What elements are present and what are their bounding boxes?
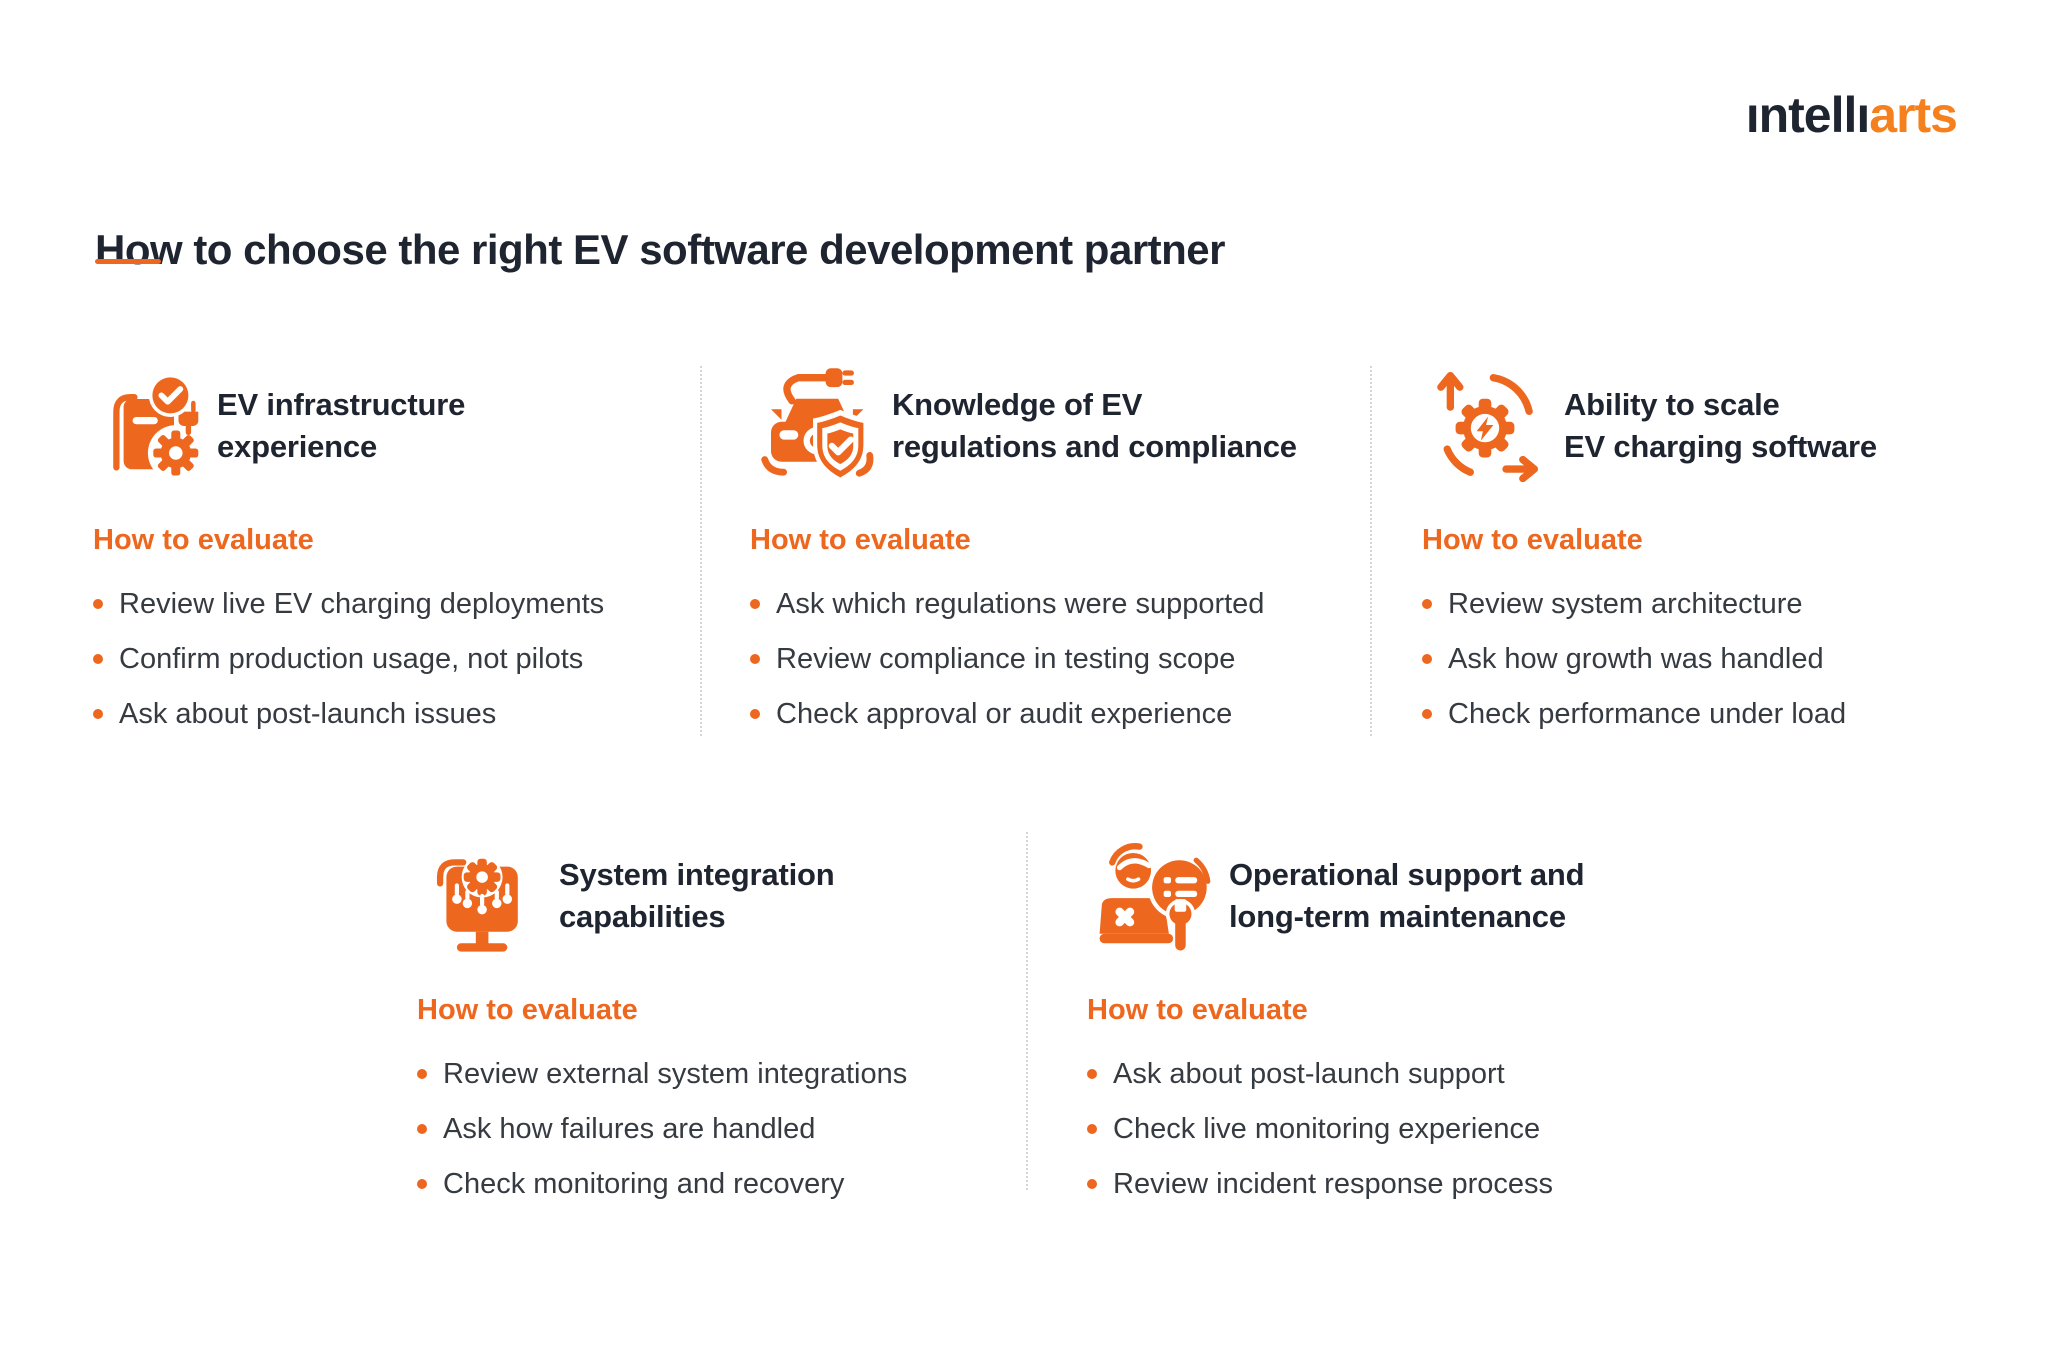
section-title-line2: experience	[217, 429, 377, 464]
bullet-text: Review external system integrations	[443, 1058, 908, 1090]
bullet-dot	[1087, 1179, 1097, 1189]
intelliarts-logo: ıntellıarts	[1745, 86, 1958, 144]
bullet-text: Ask how failures are handled	[443, 1113, 816, 1145]
bullet-dot	[1422, 709, 1432, 719]
scaling-gear-icon	[1422, 362, 1548, 490]
section-title-line1: System integration	[559, 857, 835, 892]
bullet-item: Review compliance in testing scope	[750, 641, 1360, 696]
bullet-item: Ask about post-launch support	[1087, 1056, 1697, 1111]
bullet-text: Ask about post-launch support	[1113, 1058, 1505, 1090]
bullet-dot	[750, 599, 760, 609]
title-underline	[95, 259, 161, 264]
dotted-divider	[1026, 832, 1028, 1190]
section-card-ability-to-scale: Ability to scale EV charging software Ho…	[1422, 360, 2032, 751]
page-title: How to choose the right EV software deve…	[95, 226, 1226, 274]
section-title: Ability to scale EV charging software	[1564, 384, 1877, 468]
support-agent-icon	[1087, 832, 1213, 960]
bullet-text: Review live EV charging deployments	[119, 588, 605, 620]
bullet-text: Review incident response process	[1113, 1168, 1554, 1200]
bullet-item: Ask which regulations were supported	[750, 586, 1360, 641]
section-header: Knowledge of EV regulations and complian…	[750, 360, 1360, 492]
section-header: Operational support and long-term mainte…	[1087, 830, 1697, 962]
dotted-divider	[700, 366, 702, 736]
bullet-item: Review live EV charging deployments	[93, 586, 703, 641]
bullet-text: Ask how growth was handled	[1448, 643, 1824, 675]
bullet-list: Review live EV charging deployments Conf…	[93, 586, 703, 751]
bullet-text: Check monitoring and recovery	[443, 1168, 845, 1200]
bullet-dot	[417, 1179, 427, 1189]
section-header: System integration capabilities	[417, 830, 1027, 962]
how-to-evaluate-label: How to evaluate	[93, 524, 314, 556]
bullet-text: Confirm production usage, not pilots	[119, 643, 584, 675]
bullet-dot	[93, 654, 103, 664]
bullet-dot	[750, 654, 760, 664]
bullet-dot	[417, 1069, 427, 1079]
bullet-text: Review system architecture	[1448, 588, 1803, 620]
bullet-text: Check performance under load	[1448, 698, 1847, 730]
section-title-line1: EV infrastructure	[217, 387, 466, 422]
bullet-item: Check monitoring and recovery	[417, 1166, 1027, 1221]
bullet-text: Ask which regulations were supported	[776, 588, 1265, 620]
bullet-item: Review system architecture	[1422, 586, 2032, 641]
ev-charging-station-icon	[93, 362, 201, 490]
section-title-line2: long-term maintenance	[1229, 899, 1566, 934]
bullet-item: Review incident response process	[1087, 1166, 1697, 1221]
how-to-evaluate-label: How to evaluate	[750, 524, 971, 556]
section-title-line2: regulations and compliance	[892, 429, 1297, 464]
bullet-dot	[1422, 599, 1432, 609]
section-title-line1: Operational support and	[1229, 857, 1585, 892]
section-title-line2: EV charging software	[1564, 429, 1877, 464]
bullet-item: Check approval or audit experience	[750, 696, 1360, 751]
how-to-evaluate-label: How to evaluate	[1087, 994, 1308, 1026]
bullet-dot	[1087, 1124, 1097, 1134]
how-to-evaluate-label: How to evaluate	[417, 994, 638, 1026]
section-title-line1: Ability to scale	[1564, 387, 1780, 422]
bullet-item: Ask about post-launch issues	[93, 696, 703, 751]
section-title: Operational support and long-term mainte…	[1229, 854, 1585, 938]
section-title-line2: capabilities	[559, 899, 726, 934]
bullet-dot	[1422, 654, 1432, 664]
logo-text-dark: ıntellı	[1745, 87, 1871, 143]
logo-text-accent: arts	[1869, 87, 1958, 143]
bullet-item: Ask how growth was handled	[1422, 641, 2032, 696]
section-title-line1: Knowledge of EV	[892, 387, 1143, 422]
bullet-dot	[93, 709, 103, 719]
bullet-list: Review system architecture Ask how growt…	[1422, 586, 2032, 751]
bullet-item: Review external system integrations	[417, 1056, 1027, 1111]
bullet-item: Confirm production usage, not pilots	[93, 641, 703, 696]
bullet-list: Ask which regulations were supported Rev…	[750, 586, 1360, 751]
bullet-list: Ask about post-launch support Check live…	[1087, 1056, 1697, 1221]
bullet-dot	[417, 1124, 427, 1134]
bullet-item: Check performance under load	[1422, 696, 2032, 751]
bullet-item: Ask how failures are handled	[417, 1111, 1027, 1166]
how-to-evaluate-label: How to evaluate	[1422, 524, 1643, 556]
section-header: Ability to scale EV charging software	[1422, 360, 2032, 492]
section-title: Knowledge of EV regulations and complian…	[892, 384, 1297, 468]
bullet-item: Check live monitoring experience	[1087, 1111, 1697, 1166]
bullet-text: Review compliance in testing scope	[776, 643, 1236, 675]
section-title: System integration capabilities	[559, 854, 835, 938]
bullet-text: Check approval or audit experience	[776, 698, 1233, 730]
section-header: EV infrastructure experience	[93, 360, 703, 492]
bullet-dot	[1087, 1069, 1097, 1079]
system-integration-icon	[417, 832, 543, 960]
section-card-system-integration: System integration capabilities How to e…	[417, 830, 1027, 1221]
ev-car-shield-icon	[750, 362, 876, 490]
section-card-ev-regulations: Knowledge of EV regulations and complian…	[750, 360, 1360, 751]
bullet-dot	[750, 709, 760, 719]
dotted-divider	[1370, 366, 1372, 736]
bullet-dot	[93, 599, 103, 609]
section-card-ev-infrastructure: EV infrastructure experience How to eval…	[93, 360, 703, 751]
section-card-operational-support: Operational support and long-term mainte…	[1087, 830, 1697, 1221]
bullet-text: Check live monitoring experience	[1113, 1113, 1541, 1145]
bullet-text: Ask about post-launch issues	[119, 698, 497, 730]
section-title: EV infrastructure experience	[217, 384, 465, 468]
bullet-list: Review external system integrations Ask …	[417, 1056, 1027, 1221]
